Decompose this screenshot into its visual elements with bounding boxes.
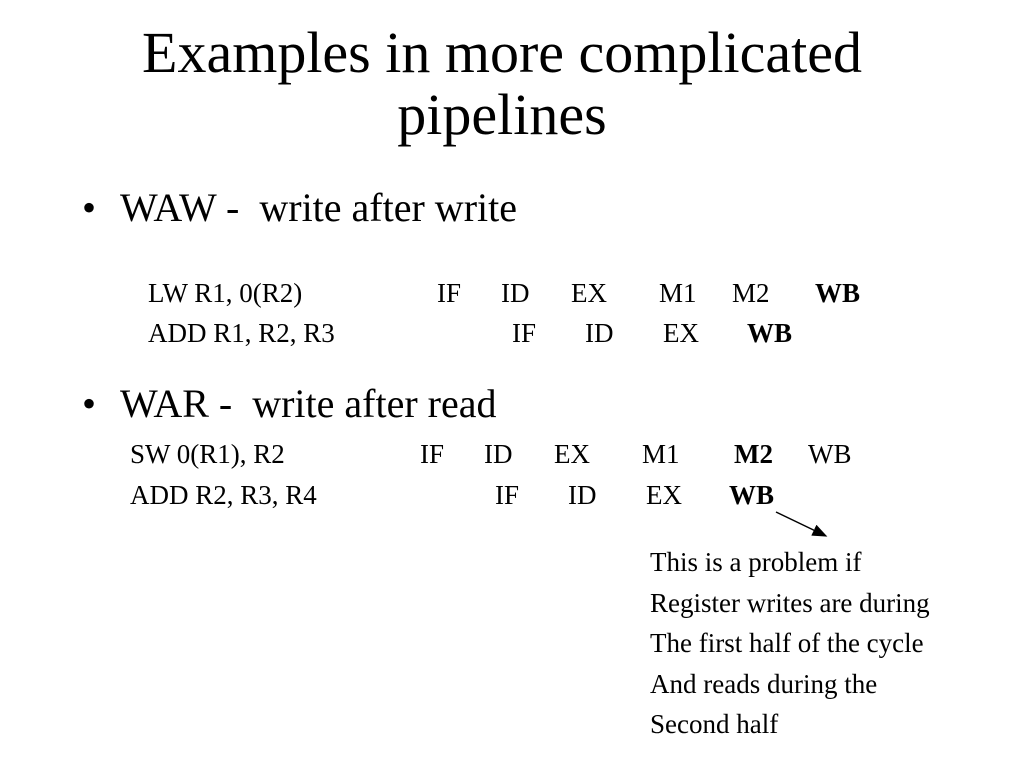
bullet-war-text: WAR - write after read bbox=[120, 381, 497, 426]
bullet-dot: • bbox=[82, 185, 97, 230]
title-line-2: pipelines bbox=[397, 82, 607, 147]
note-line-1: This is a problem if bbox=[650, 547, 862, 577]
note-line-5: Second half bbox=[650, 709, 779, 739]
note-line-4: And reads during the bbox=[650, 668, 878, 699]
war-row-1-stage-m1: M1 bbox=[642, 439, 680, 469]
bullet-waw-text: WAW - write after write bbox=[120, 185, 517, 230]
war-row-2-stage-id: ID bbox=[568, 480, 597, 510]
waw-row-1-stage-m1: M1 bbox=[659, 278, 697, 308]
war-row-2-stage-wb: WB bbox=[729, 480, 775, 510]
bullet-dot: • bbox=[82, 381, 97, 426]
problem-note: This is a problem if Register writes are… bbox=[650, 542, 930, 745]
war-row-1-stage-m2: M2 bbox=[734, 439, 773, 469]
waw-row-2-instruction: ADD R1, R2, R3 bbox=[148, 318, 335, 348]
war-row-1-instruction: SW 0(R1), R2 bbox=[130, 439, 285, 469]
slide-title: Examples in more complicated pipelines bbox=[0, 22, 1004, 146]
war-row-1-stage-if: IF bbox=[420, 439, 445, 469]
note-line-2: Register writes are during bbox=[650, 587, 930, 618]
war-row-1-stage-id: ID bbox=[484, 439, 513, 469]
war-row-2-stage-if: IF bbox=[495, 480, 520, 510]
waw-row-2-stage-if: IF bbox=[512, 318, 537, 348]
war-row-1-stage-ex: EX bbox=[554, 439, 590, 469]
waw-row-1-stage-ex: EX bbox=[571, 278, 607, 308]
war-row-2-stage-ex: EX bbox=[646, 480, 682, 510]
waw-row-1-stage-if: IF bbox=[437, 278, 462, 308]
waw-row-1-stage-m2: M2 bbox=[732, 278, 770, 308]
war-row-1-stage-wb: WB bbox=[808, 439, 852, 469]
waw-row-2-stage-wb: WB bbox=[747, 318, 793, 348]
waw-row-1-stage-id: ID bbox=[501, 278, 530, 308]
waw-row-2-stage-id: ID bbox=[585, 318, 614, 348]
title-line-1: Examples in more complicated bbox=[142, 20, 862, 85]
waw-row-1-instruction: LW R1, 0(R2) bbox=[148, 278, 303, 308]
note-line-3: The first half of the cycle bbox=[650, 628, 924, 658]
war-row-2-instruction: ADD R2, R3, R4 bbox=[130, 480, 317, 510]
waw-row-1-stage-wb: WB bbox=[815, 278, 861, 308]
waw-row-2-stage-ex: EX bbox=[663, 318, 699, 348]
